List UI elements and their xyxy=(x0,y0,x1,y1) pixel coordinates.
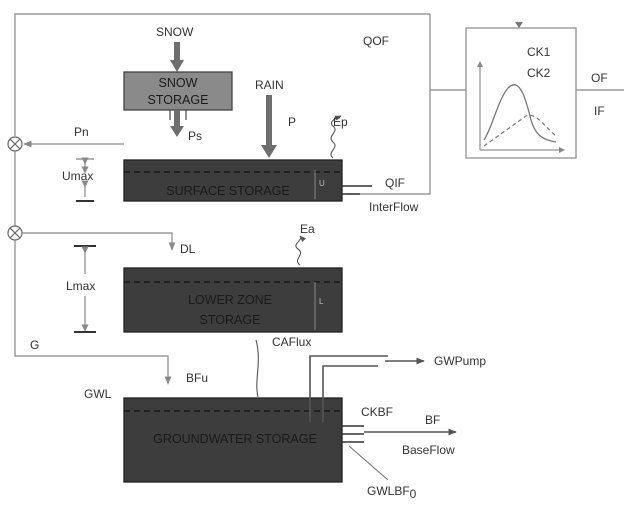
interflow-outlet xyxy=(342,185,372,195)
capillary-flux-label: CAFlux xyxy=(272,335,311,349)
baseflow-name-label: BaseFlow xyxy=(402,443,455,457)
lower-evap-label: Ea xyxy=(300,222,315,236)
lower-level-label: L xyxy=(319,297,324,306)
umax-indicator xyxy=(76,157,94,202)
routing-box: CK1 CK2 xyxy=(465,22,577,159)
partition-node-2 xyxy=(7,225,23,241)
overland-flow-label: QOF xyxy=(363,34,389,48)
overland-flow-loop xyxy=(14,13,466,195)
lower-zone-line1: LOWER ZONE xyxy=(188,293,272,307)
hydrograph-plot xyxy=(477,61,565,153)
routing-output-of: OF xyxy=(591,71,608,85)
groundwater-recharge-line xyxy=(14,240,172,385)
snow-outlet-pipes xyxy=(169,110,187,120)
rain-flow-label: P xyxy=(288,115,296,129)
umax-label: Umax xyxy=(62,169,93,183)
snow-storage-line1: SNOW xyxy=(159,76,198,90)
routing-param-ck1: CK1 xyxy=(527,45,551,59)
snow-inflow-arrow xyxy=(170,42,184,72)
surface-evap-label: Ep xyxy=(333,115,348,129)
threshold-label: GWLBF0 xyxy=(367,484,417,501)
surface-evap-wave xyxy=(330,115,342,159)
interflow-name-label: InterFlow xyxy=(369,200,419,214)
capillary-flux-line xyxy=(255,339,259,398)
groundwater-level-label: GWL xyxy=(84,387,112,401)
lower-inflow-label: DL xyxy=(180,242,196,256)
rain-arrow xyxy=(261,95,277,158)
snow-storage-tank: SNOW STORAGE xyxy=(123,71,233,111)
surface-level-label: U xyxy=(319,179,325,188)
rain-label: RAIN xyxy=(255,78,284,92)
lower-zone-line2: STORAGE xyxy=(200,313,261,327)
lower-zone-tank: LOWER ZONE STORAGE L xyxy=(123,267,343,333)
interflow-qif-label: QIF xyxy=(385,176,405,190)
snow-melt-label: Ps xyxy=(188,129,202,143)
surface-storage-tank: SURFACE STORAGE U xyxy=(123,159,343,202)
groundwater-pump-label: GWPump xyxy=(434,354,486,368)
groundwater-inflow-label: BFu xyxy=(186,371,208,385)
groundwater-storage-label: GROUNDWATER STORAGE xyxy=(153,432,317,446)
groundwater-tank: GROUNDWATER STORAGE xyxy=(123,397,343,483)
surface-storage-label: SURFACE STORAGE xyxy=(166,184,289,198)
partition-node-1 xyxy=(7,136,23,152)
snow-storage-line2: STORAGE xyxy=(148,93,209,107)
lower-evap-wave xyxy=(295,235,307,266)
dl-flow-line xyxy=(22,232,176,251)
baseflow-short-label: BF xyxy=(425,413,440,427)
baseflow-param-label: CKBF xyxy=(361,405,393,419)
threshold-pointer xyxy=(348,445,389,481)
snow-inflow-label: SNOW xyxy=(156,25,194,39)
routing-output-if: IF xyxy=(594,104,605,118)
lmax-label: Lmax xyxy=(66,279,95,293)
pump-pipes xyxy=(309,355,425,422)
lmax-indicator xyxy=(74,245,96,333)
snow-melt-arrow xyxy=(170,110,184,137)
groundwater-recharge-label: G xyxy=(30,338,39,352)
baseflow-outlet xyxy=(342,425,457,443)
routing-param-ck2: CK2 xyxy=(527,66,551,80)
partition-pn-label: Pn xyxy=(74,125,89,139)
